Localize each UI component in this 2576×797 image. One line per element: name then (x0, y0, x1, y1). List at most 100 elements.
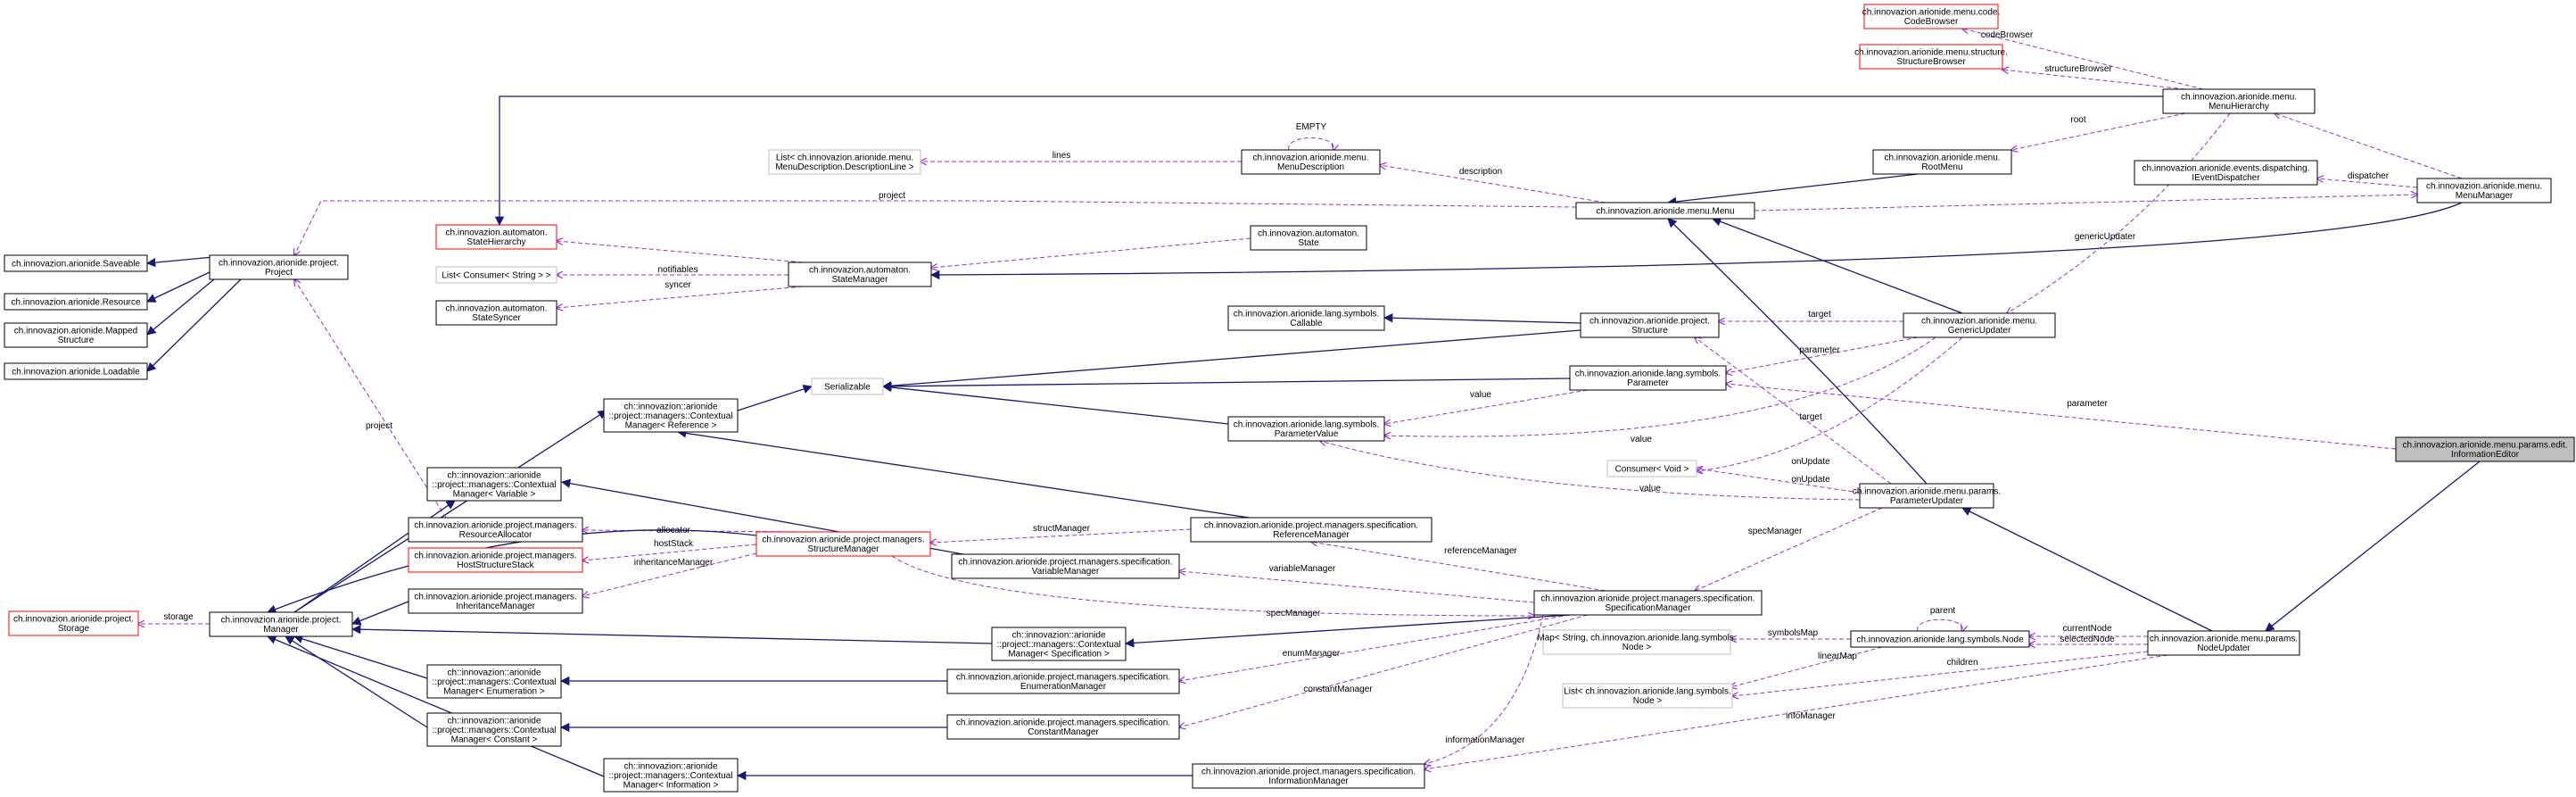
class-node-label: ch.innovazion.arionide.menu.structure. (1854, 48, 2008, 58)
class-node-label: ParameterUpdater (1890, 496, 1964, 506)
class-node-ctxreference[interactable]: ch::innovazion::arionide::project::manag… (603, 398, 739, 433)
edge-project-to-resource (146, 271, 211, 303)
edge-label-onUpdate_1: onUpdate (1791, 457, 1830, 467)
edge-label-specManager_sm: specManager (1267, 609, 1321, 619)
edge-inheritancemanager-to-manager (351, 601, 409, 626)
class-node-label: InformationEditor (2451, 450, 2520, 460)
class-node-referencemanager[interactable]: ch.innovazion.arionide.project.managers.… (1190, 517, 1432, 543)
edge-referencemanager-to-structuremanager (930, 528, 1192, 543)
class-node-ieventdispatcher[interactable]: ch.innovazion.arionide.events.dispatchin… (2134, 160, 2318, 186)
class-node-label: Manager (263, 625, 299, 635)
class-node-label: ParameterValue (1275, 429, 1339, 439)
class-node-label: StructureBrowser (1896, 57, 1966, 67)
class-node-label: NodeUpdater (2197, 643, 2250, 653)
class-node-project[interactable]: ch.innovazion.arionide.project.Project (209, 254, 349, 280)
class-node-hoststructurestack[interactable]: ch.innovazion.arionide.project.managers.… (408, 547, 583, 573)
edge-genericupdater-to-parametervalue (1384, 336, 1936, 436)
class-node-menudescriptionline[interactable]: List< ch.innovazion.arionide.menu.MenuDe… (768, 149, 921, 175)
class-node-structuremanager[interactable]: ch.innovazion.arionide.project.managers.… (755, 531, 931, 557)
class-node-label: Parameter (1627, 378, 1669, 388)
class-node-callable[interactable]: ch.innovazion.arionide.lang.symbols.Call… (1227, 305, 1385, 331)
class-node-inheritancemanager[interactable]: ch.innovazion.arionide.project.managers.… (408, 588, 583, 614)
class-node-statemanager[interactable]: ch.innovazion.automaton.StateManager (788, 262, 932, 287)
class-node-mapstringnode[interactable]: Map< String, ch.innovazion.arionide.lang… (1537, 629, 1737, 655)
edge-ctxenumeration-to-manager (293, 634, 428, 679)
class-node-structurebrowser[interactable]: ch.innovazion.arionide.menu.structure.St… (1854, 44, 2008, 70)
class-node-label: ch::innovazion::arionide (1011, 630, 1106, 640)
class-node-constantmanager[interactable]: ch.innovazion.arionide.project.managers.… (946, 714, 1180, 740)
class-node-label: Serializable (824, 382, 871, 392)
edge-informationeditor-to-nodeupdater (2265, 461, 2481, 632)
class-node-consumervoid[interactable]: Consumer< Void > (1606, 460, 1697, 477)
edge-menu-to-menudescription (1380, 165, 1606, 203)
class-node-ctxvariable[interactable]: ch::innovazion::arionide::project::manag… (426, 467, 562, 502)
class-node-label: ch::innovazion::arionide (623, 402, 718, 411)
class-node-serializable[interactable]: Serializable (811, 378, 884, 395)
class-node-label: StateHierarchy (466, 237, 525, 247)
class-node-label: ch.innovazion.arionide.menu. (1252, 154, 1368, 163)
class-node-genericupdater[interactable]: ch.innovazion.arionide.menu.GenericUpdat… (1903, 312, 2056, 338)
class-node-label: ch::innovazion::arionide (623, 761, 718, 771)
class-node-resourceallocator[interactable]: ch.innovazion.arionide.project.managers.… (408, 517, 583, 543)
class-node-statehierarchy[interactable]: ch.innovazion.automaton.StateHierarchy (435, 224, 557, 250)
class-node-loadable[interactable]: ch.innovazion.arionide.Loadable (4, 362, 148, 380)
class-node-label: List< ch.innovazion.arionide.menu. (776, 154, 913, 163)
class-node-manager[interactable]: ch.innovazion.arionide.project.Manager (209, 611, 353, 637)
class-node-label: ch::innovazion::arionide (447, 668, 541, 677)
class-node-ctxenumeration[interactable]: ch::innovazion::arionide::project::manag… (426, 664, 562, 699)
class-node-menu[interactable]: ch.innovazion.arionide.menu.Menu (1575, 202, 1755, 220)
class-node-menuhierarchy[interactable]: ch.innovazion.arionide.menu.MenuHierarch… (2162, 88, 2316, 114)
edge-label-structManager: structManager (1033, 524, 1091, 534)
class-node-storage[interactable]: ch.innovazion.arionide.project.Storage (8, 610, 139, 636)
edge-label-linearMap: linearMap (1818, 652, 1857, 661)
edge-resourceallocator-to-project (294, 279, 447, 519)
class-node-menudescription[interactable]: ch.innovazion.arionide.menu.MenuDescript… (1241, 149, 1381, 175)
edge-menumanager-to-menuhierarchy (2275, 113, 2463, 179)
edge-parametervalue-to-serializable (881, 382, 1229, 425)
class-node-label: ch.innovazion.arionide.menu.params. (1853, 487, 2001, 497)
class-node-codebrowser[interactable]: ch.innovazion.arionide.menu.code.CodeBro… (1862, 4, 2001, 29)
class-node-ctxspecification[interactable]: ch::innovazion::arionide::project::manag… (991, 627, 1127, 661)
edge-genericupdater-to-parameter (1726, 336, 1919, 373)
class-node-ctxconstant[interactable]: ch::innovazion::arionide::project::manag… (426, 712, 562, 747)
class-node-liststring[interactable]: List< Consumer< String > > (435, 266, 557, 284)
class-node-rootmenu[interactable]: ch.innovazion.arionide.menu.RootMenu (1872, 149, 2012, 175)
class-node-statesyncer[interactable]: ch.innovazion.automaton.StateSyncer (435, 300, 557, 326)
class-node-informationmanager[interactable]: ch.innovazion.arionide.project.managers.… (1192, 763, 1425, 789)
class-node-menumanager[interactable]: ch.innovazion.arionide.menu.MenuManager (2416, 178, 2552, 203)
class-node-ctxinformation[interactable]: ch::innovazion::arionide::project::manag… (603, 758, 739, 793)
class-node-parametervalue[interactable]: ch.innovazion.arionide.lang.symbols.Para… (1227, 416, 1385, 442)
edge-ctxinformation-to-manager (267, 635, 605, 777)
class-node-enumerationmanager[interactable]: ch.innovazion.arionide.project.managers.… (946, 668, 1180, 694)
class-node-saveable[interactable]: ch.innovazion.arionide.Saveable (4, 254, 148, 272)
class-node-label: State (1298, 238, 1319, 248)
class-node-label: ch.innovazion.arionide.Resource (11, 297, 141, 307)
class-node-informationeditor[interactable]: ch.innovazion.arionide.menu.params.edit.… (2395, 436, 2575, 462)
edge-state-to-statemanager (931, 237, 1251, 268)
edge-informationeditor-to-parameter (1726, 384, 2397, 450)
edge-menuhierarchy-to-rootmenu (2011, 112, 2186, 150)
edge-nodeupdater-to-informationmanager (1424, 654, 2168, 769)
class-node-listnode[interactable]: List< ch.innovazion.arionide.lang.symbol… (1562, 683, 1733, 709)
class-node-state[interactable]: ch.innovazion.automaton.State (1250, 225, 1367, 251)
class-node-nodeupdater[interactable]: ch.innovazion.arionide.menu.params.NodeU… (2147, 630, 2300, 656)
class-node-label: Map< String, ch.innovazion.arionide.lang… (1537, 634, 1736, 643)
class-node-structure[interactable]: ch.innovazion.arionide.project.Structure (1580, 312, 1720, 338)
edge-project-to-mappedstructure (146, 278, 215, 336)
class-node-variablemanager[interactable]: ch.innovazion.arionide.project.managers.… (951, 553, 1180, 579)
edge-structure-to-serializable (881, 329, 1581, 391)
edge-label-specManager_pu: specManager (1748, 527, 1803, 536)
edge-parameterupdater-to-consumervoid (1697, 469, 1861, 494)
class-node-parameter[interactable]: ch.innovazion.arionide.lang.symbols.Para… (1569, 365, 1727, 391)
edge-label-value_pu: value (1639, 484, 1661, 494)
class-node-label: ch.innovazion.arionide.Saveable (12, 259, 140, 269)
class-node-resource[interactable]: ch.innovazion.arionide.Resource (4, 293, 148, 311)
edge-ctxreference-to-serializable (737, 384, 813, 411)
class-node-parameterupdater[interactable]: ch.innovazion.arionide.menu.params.Param… (1853, 483, 2001, 509)
class-node-node[interactable]: ch.innovazion.arionide.lang.symbols.Node (1850, 630, 2030, 648)
class-node-label: Manager< Reference > (625, 420, 717, 430)
class-node-specificationmanager[interactable]: ch.innovazion.arionide.project.managers.… (1533, 590, 1763, 616)
class-node-label: Manager< Specification > (1008, 649, 1110, 659)
